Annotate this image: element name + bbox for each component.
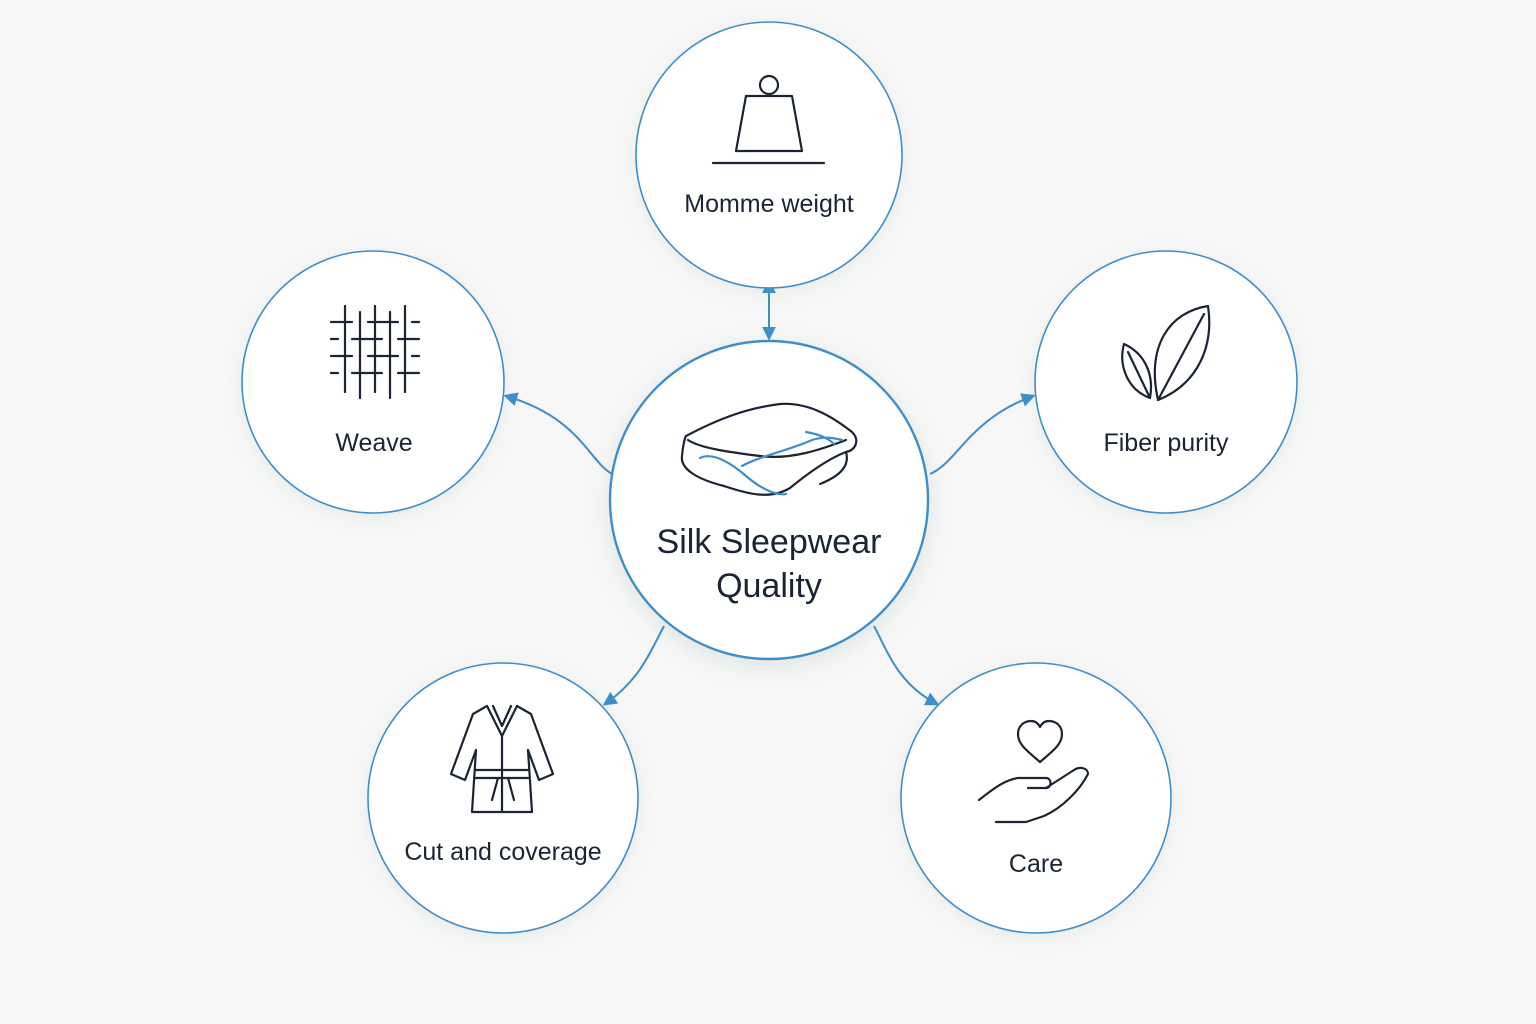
connector-care [873,625,940,706]
connector-fiber [929,393,1036,475]
node-cut-coverage[interactable]: Cut and coverage [367,662,639,934]
robe-icon [449,704,555,814]
weave-pattern-icon [329,304,421,400]
connectors [503,279,1036,706]
fiber-purity-label: Fiber purity [1103,429,1229,457]
center-title-line2: Quality [716,567,822,605]
node-care[interactable]: Care [900,662,1172,934]
connector-cut [602,625,665,706]
weight-icon [711,74,826,165]
momme-weight-label: Momme weight [684,190,854,218]
care-label: Care [1009,850,1063,878]
node-weave[interactable]: Weave [241,250,505,514]
leaf-icon [1121,304,1211,402]
cut-coverage-label: Cut and coverage [404,838,601,866]
node-momme-weight[interactable]: Momme weight [635,21,903,289]
center-title-line1: Silk Sleepwear [657,523,882,561]
heart-hand-icon [977,719,1090,824]
connector-weave [503,392,613,475]
center-node[interactable]: Silk Sleepwear Quality [608,339,930,661]
node-fiber-purity[interactable]: Fiber purity [1034,250,1298,514]
weave-label: Weave [335,429,412,457]
folded-fabric-icon [680,402,858,496]
